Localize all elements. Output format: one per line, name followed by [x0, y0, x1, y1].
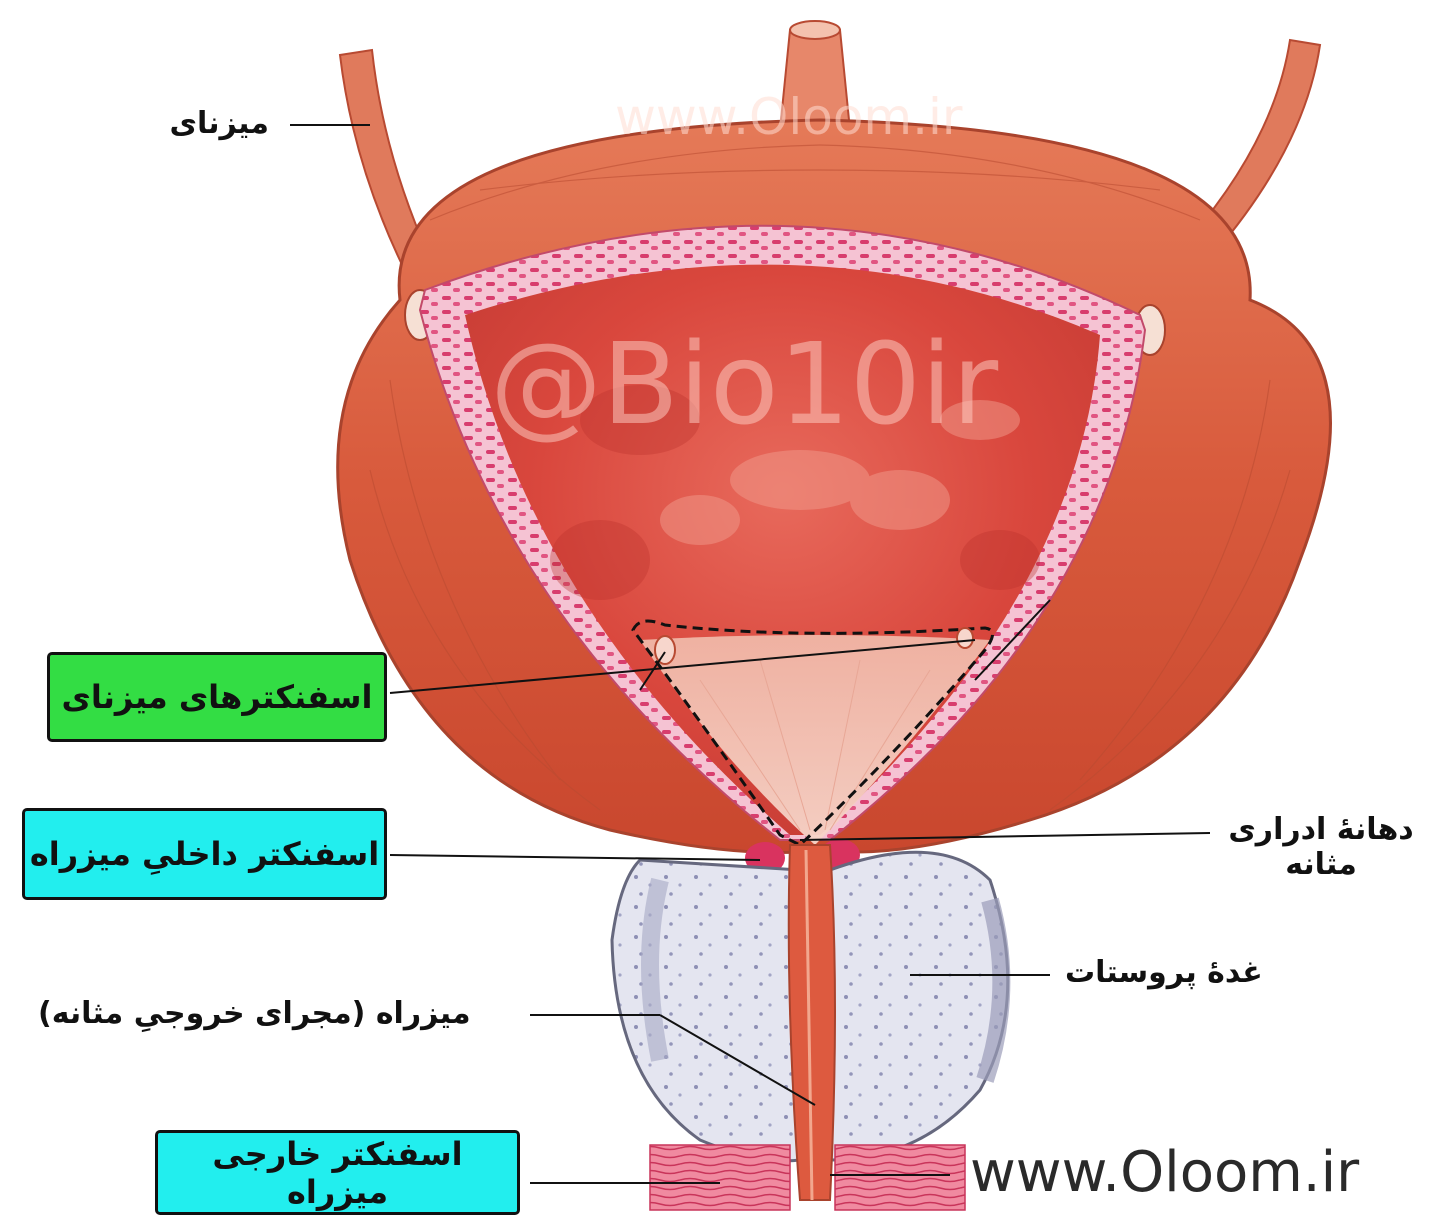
leader-internal [390, 855, 760, 860]
prostate-gland [612, 860, 800, 1161]
label-urethral-orifice: دهانهٔ ادراری مثانه [1215, 812, 1427, 882]
label-prostate-gland: غدهٔ پروستات [1065, 955, 1263, 990]
label-ureter: میزنای [169, 106, 269, 141]
label-internal-urethral-sphincter: اسفنکتر داخلیِ میزراه [22, 808, 387, 900]
watermark-center: @Bio10ir [490, 320, 998, 450]
label-urethral-orifice-line2: مثانه [1215, 847, 1427, 882]
label-external-urethral-sphincter: اسفنکتر خارجی میزراه [155, 1130, 520, 1215]
watermark-top: www.Oloom.ir [615, 88, 962, 146]
label-ureteral-sphincters: اسفنکترهای میزنای [47, 652, 387, 742]
watermark-bottom: www.Oloom.ir [970, 1140, 1359, 1205]
external-sphincter-right [835, 1145, 965, 1210]
label-urethra: میزراه (مجرای خروجیِ مثانه) [38, 996, 471, 1031]
external-sphincter-left [650, 1145, 790, 1210]
label-urethral-orifice-line1: دهانهٔ ادراری [1215, 812, 1427, 847]
